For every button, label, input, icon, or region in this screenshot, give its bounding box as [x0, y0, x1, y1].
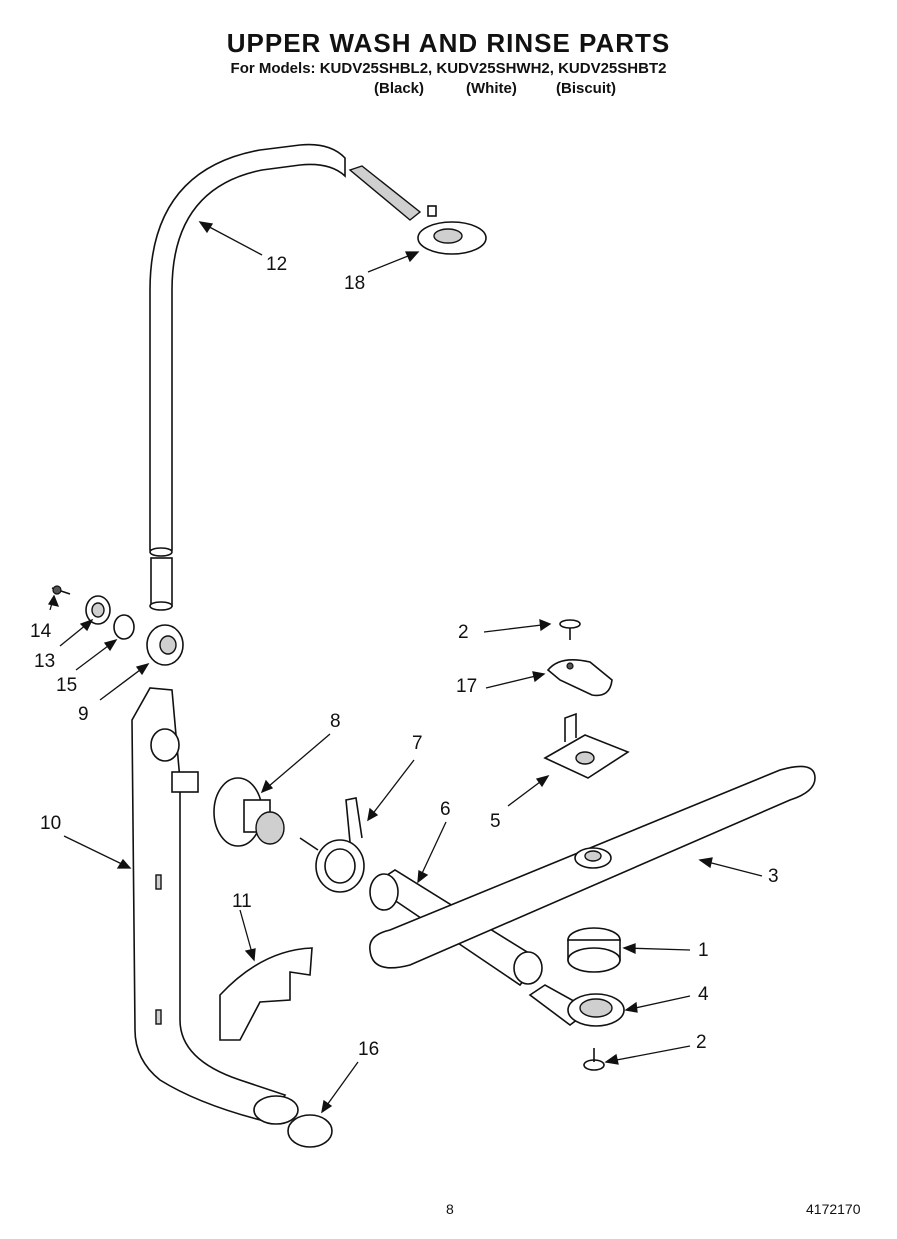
part-16-o-ring	[287, 1114, 333, 1148]
callout-2-upper: 2	[458, 622, 469, 643]
part-8-seal	[213, 777, 285, 847]
callout-18: 18	[344, 273, 366, 294]
callout-15: 15	[56, 675, 78, 696]
callout-16: 16	[358, 1039, 380, 1060]
callout-14: 14	[30, 621, 52, 642]
part-15-o-ring	[113, 614, 135, 640]
callout-3: 3	[768, 866, 779, 887]
part-2-screw-lower	[583, 1048, 605, 1071]
part-10-conduit	[131, 687, 299, 1125]
part-11-bracket	[219, 947, 313, 1041]
page-title: UPPER WASH AND RINSE PARTS	[226, 28, 671, 58]
callout-6: 6	[440, 799, 451, 820]
part-2-screw-upper	[559, 619, 581, 640]
part-7-clamp	[299, 797, 365, 893]
callout-8: 8	[330, 711, 341, 732]
part-13-cap	[85, 595, 111, 625]
callout-7: 7	[412, 733, 423, 754]
part-5-mount	[543, 712, 630, 779]
page-number: 8	[446, 1201, 454, 1217]
callout-13: 13	[34, 651, 56, 672]
part-17-deflector	[546, 659, 613, 697]
part-12-supply-tube	[149, 143, 346, 611]
part-14-screw	[51, 585, 71, 595]
callout-10: 10	[40, 813, 62, 834]
part-4-hub	[528, 984, 625, 1027]
callout-2-lower: 2	[696, 1032, 707, 1053]
part-3-spray-arm	[369, 765, 816, 969]
callout-17: 17	[456, 676, 478, 697]
part-1-bearing	[567, 927, 621, 973]
callout-11: 11	[232, 891, 252, 912]
callout-9: 9	[78, 704, 89, 725]
leader-arrows	[47, 221, 763, 1114]
color-label-black: (Black)	[374, 80, 425, 97]
document-number: 4172170	[806, 1201, 861, 1217]
callout-4: 4	[698, 984, 709, 1005]
callout-12: 12	[266, 254, 288, 275]
callout-1: 1	[698, 940, 709, 961]
part-9-nut	[146, 624, 184, 666]
part-18-spray-head	[348, 165, 487, 255]
color-label-white: (White)	[466, 80, 517, 97]
callout-5: 5	[490, 811, 501, 832]
models-line: For Models: KUDV25SHBL2, KUDV25SHWH2, KU…	[230, 60, 667, 77]
color-label-biscuit: (Biscuit)	[556, 80, 616, 97]
